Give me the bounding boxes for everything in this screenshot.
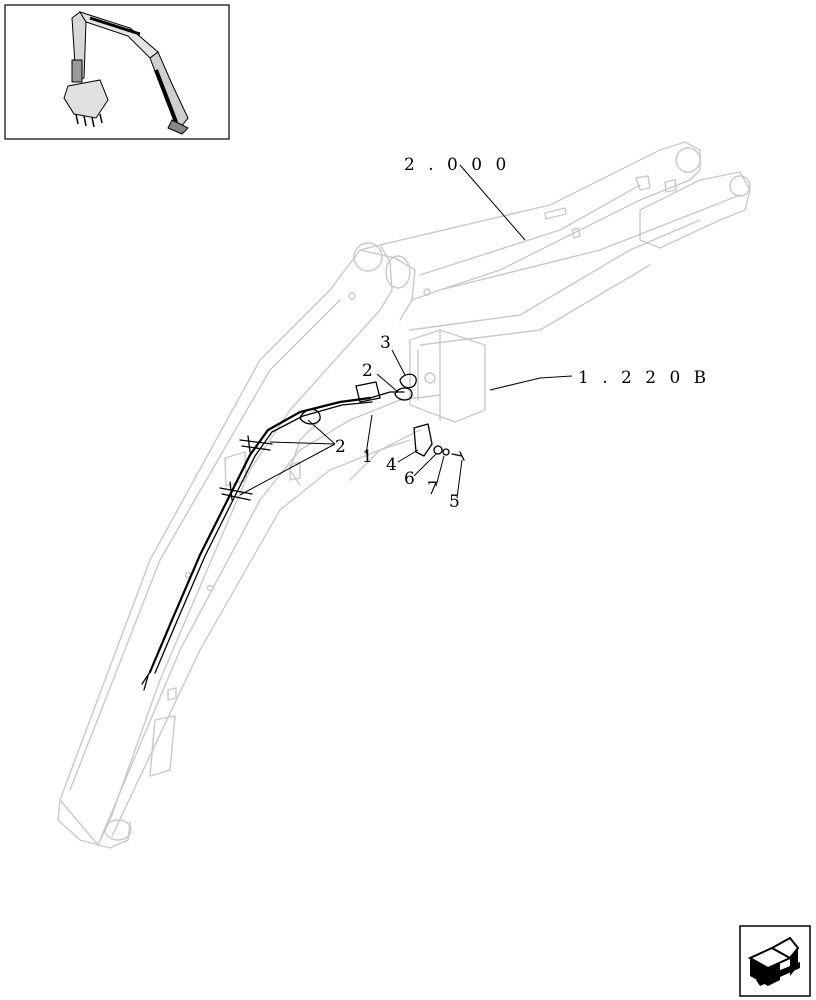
callout-6: 6 [404,469,415,489]
next-page-button[interactable] [739,925,811,997]
leader-lines [239,164,573,499]
callout-2-lower: 2 [335,437,346,457]
callout-4: 4 [386,455,397,475]
next-page-arrow-icon [747,936,800,986]
callout-7: 7 [427,479,438,499]
callout-1: 1 [362,447,373,467]
callout-3: 3 [380,333,391,353]
boom-outline [57,141,751,849]
boom-reference-label[interactable]: 2 . 0 0 0 [404,155,510,175]
excavator-overview-icon [63,11,189,135]
callout-2-upper: 2 [362,361,373,381]
excavator-overview-thumbnail[interactable] [4,4,230,140]
arm-reference-label[interactable]: 1 . 2 2 0 B [578,368,710,388]
callout-5: 5 [449,492,460,512]
hose-assembly [141,373,465,691]
